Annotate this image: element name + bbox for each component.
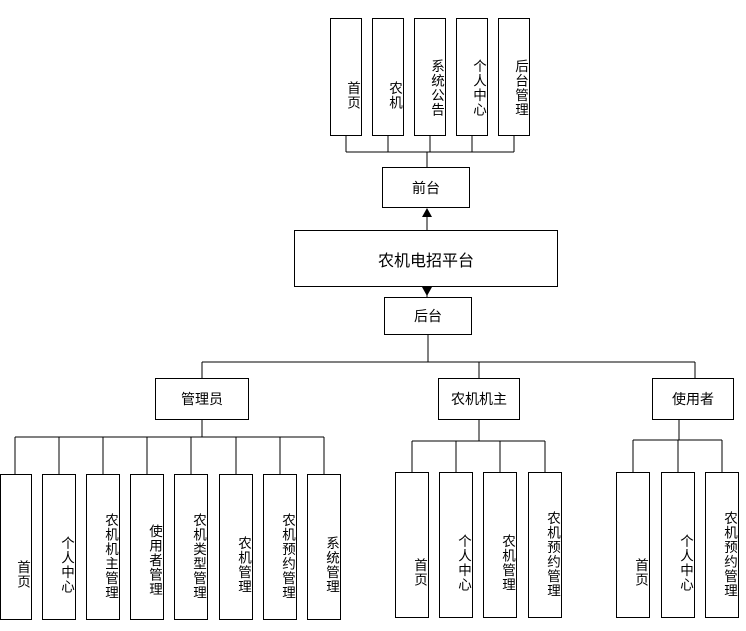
role-machine-owner: 农机机主 (438, 378, 520, 420)
admin-item-system-management: 系统管理 (307, 474, 341, 620)
admin-item-user-management: 使用者管理 (130, 474, 164, 620)
admin-item-type-management: 农机类型管理 (174, 474, 208, 620)
frontend-item-notice: 系统公告 (414, 18, 446, 136)
frontend-item-personal-center: 个人中心 (456, 18, 488, 136)
frontend-item-home: 首页 (330, 18, 362, 136)
backend-node: 后台 (384, 297, 472, 335)
role-user: 使用者 (652, 378, 734, 420)
frontend-item-admin: 后台管理 (498, 18, 530, 136)
frontend-node: 前台 (382, 167, 470, 208)
admin-item-home: 首页 (0, 474, 32, 620)
frontend-item-machinery: 农机 (372, 18, 404, 136)
user-item-booking-management: 农机预约管理 (705, 472, 739, 618)
owner-item-home: 首页 (395, 472, 429, 618)
owner-item-booking-management: 农机预约管理 (528, 472, 562, 618)
owner-item-personal-center: 个人中心 (439, 472, 473, 618)
owner-item-machinery-management: 农机管理 (483, 472, 517, 618)
admin-item-booking-management: 农机预约管理 (263, 474, 297, 620)
admin-item-machinery-management: 农机管理 (219, 474, 253, 620)
user-item-home: 首页 (616, 472, 650, 618)
role-admin: 管理员 (155, 378, 249, 420)
user-item-personal-center: 个人中心 (661, 472, 695, 618)
admin-item-personal-center: 个人中心 (42, 474, 76, 620)
platform-root-node: 农机电招平台 (294, 230, 558, 287)
admin-item-owner-management: 农机机主管理 (86, 474, 120, 620)
